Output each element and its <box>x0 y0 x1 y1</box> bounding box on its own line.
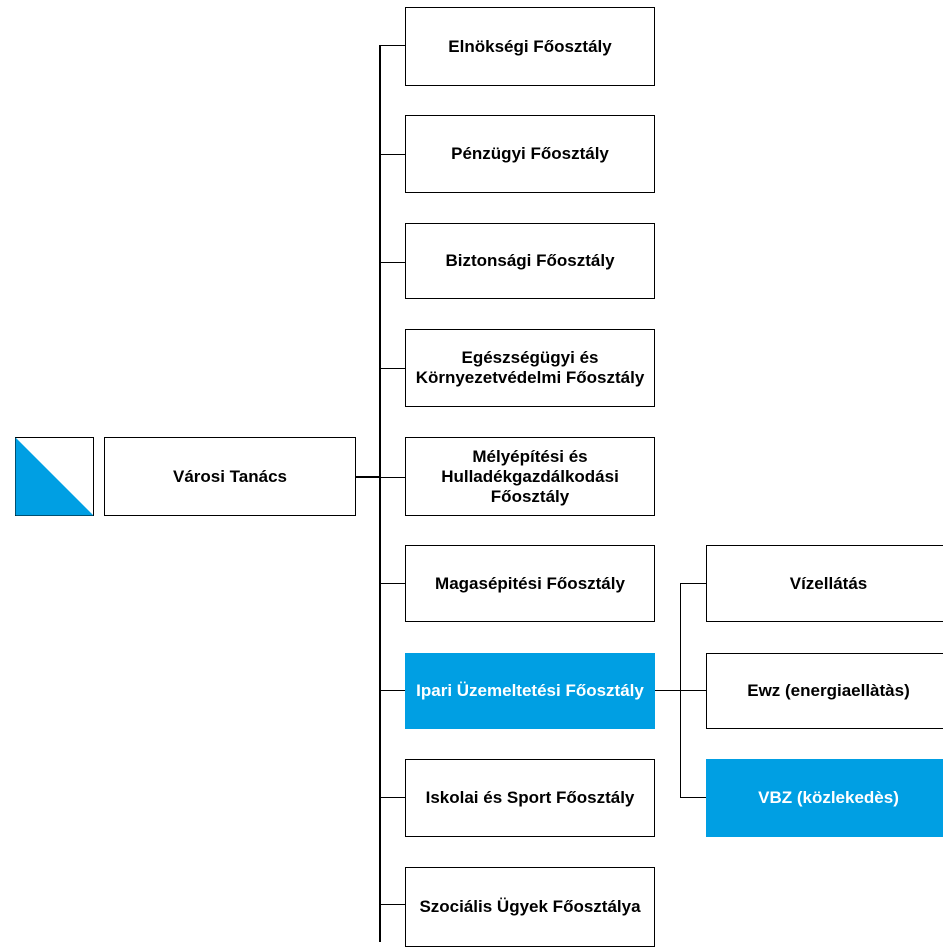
dept-label: Pénzügyi Főosztály <box>451 144 609 163</box>
sub-label: Vízellátás <box>789 573 868 593</box>
root-label: Városi Tanács <box>172 466 288 486</box>
dept-label: Biztonsági Főosztály <box>445 251 615 270</box>
dept-label: Ipari Üzemeltetési Főosztály <box>416 681 644 700</box>
connector-branch-sub-2 <box>680 797 706 798</box>
dept-label: Egészségügyi és Környezetvédelmi Főosztá… <box>415 348 645 387</box>
connector-branch-dept-1 <box>379 154 405 155</box>
dept-box-civil-engineering-waste: Mélyépítési és Hulladékgazdálkodási Főos… <box>405 437 655 516</box>
dept-label: Elnökségi Főosztály <box>448 36 612 56</box>
zurich-coat-of-arms-logo <box>15 437 94 516</box>
dept-label: Mélyépítési és Hulladékgazdálkodási Főos… <box>441 446 619 506</box>
connector-main-trunk <box>379 45 381 942</box>
dept-box-health-environment: Egészségügyi és Környezetvédelmi Főosztá… <box>405 329 655 407</box>
connector-branch-dept-2 <box>379 262 405 263</box>
dept-label: Iskolai és Sport Főosztály <box>425 788 635 807</box>
sub-label: VBZ (közlekedès) <box>758 788 899 807</box>
dept-box-social-affairs: Szociális Ügyek Főosztálya <box>405 867 655 947</box>
connector-branch-dept-5 <box>379 583 405 584</box>
root-box-city-council: Városi Tanács <box>104 437 356 516</box>
sub-box-vbz-transport: VBZ (közlekedès) <box>706 759 943 837</box>
dept-box-building-construction: Magasépitési Főosztály <box>405 545 655 622</box>
connector-branch-dept-0 <box>379 45 405 46</box>
connector-branch-dept-4 <box>379 477 405 478</box>
connector-branch-dept-6 <box>379 690 405 691</box>
dept-box-security: Biztonsági Főosztály <box>405 223 655 299</box>
dept-label: Magasépitési Főosztály <box>435 573 625 593</box>
connector-branch-sub-1 <box>680 690 706 691</box>
sub-box-water-supply: Vízellátás <box>706 545 943 622</box>
dept-label: Szociális Ügyek Főosztálya <box>419 897 641 916</box>
connector-branch-sub-0 <box>680 583 706 584</box>
dept-box-presidential: Elnökségi Főosztály <box>405 7 655 86</box>
connector-dept-to-subtrunk <box>655 690 681 691</box>
connector-branch-dept-8 <box>379 904 405 905</box>
connector-root-to-trunk <box>356 476 380 478</box>
connector-branch-dept-7 <box>379 797 405 798</box>
sub-box-ewz-energy: Ewz (energiaellàtàs) <box>706 653 943 729</box>
dept-box-finance: Pénzügyi Főosztály <box>405 115 655 193</box>
dept-box-industrial-operations: Ipari Üzemeltetési Főosztály <box>405 653 655 729</box>
sub-label: Ewz (energiaellàtàs) <box>747 681 910 700</box>
connector-branch-dept-3 <box>379 368 405 369</box>
dept-box-school-sport: Iskolai és Sport Főosztály <box>405 759 655 837</box>
